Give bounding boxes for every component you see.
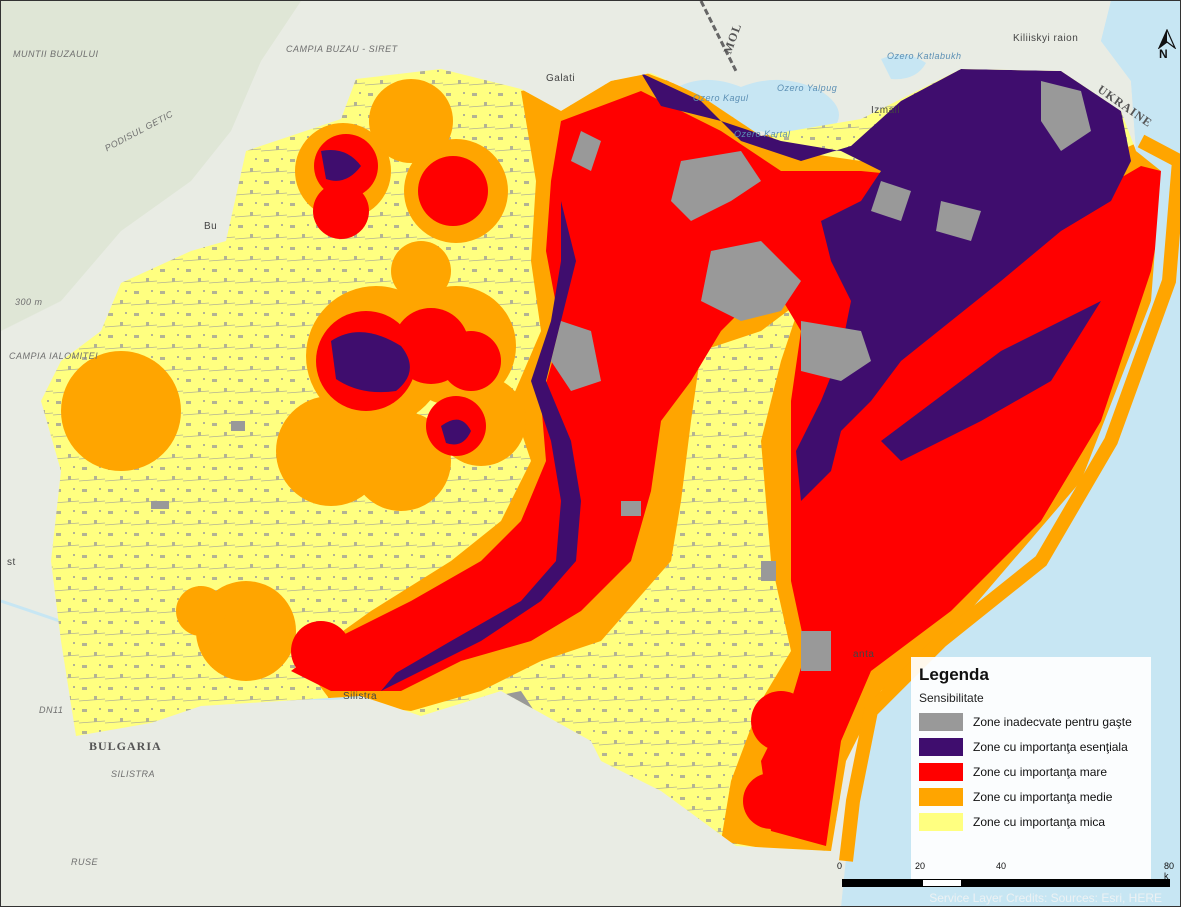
place-label: Ozero Kartal	[734, 129, 791, 139]
scale-segment	[882, 879, 922, 887]
legend-item-low: Zone cu importanţa mica	[919, 809, 1143, 834]
place-label: st	[7, 557, 16, 568]
legend-item-label: Zone cu importanţa medie	[973, 789, 1113, 804]
legend-swatch	[919, 762, 963, 781]
place-label: Izmail	[871, 105, 901, 116]
legend-item-essential: Zone cu importanţa esenţiala	[919, 734, 1143, 759]
place-label: Bu	[204, 221, 218, 232]
north-arrow: N	[1156, 28, 1178, 63]
lake-water	[881, 54, 926, 80]
legend-swatch	[919, 737, 963, 756]
place-label: SILISTRA	[111, 769, 156, 779]
place-label: BULGARIA	[89, 739, 162, 753]
legend-title: Legenda	[919, 665, 989, 684]
legend-item-label: Zone cu importanţa mica	[973, 814, 1106, 829]
legend-item-label: Zone inadecvate pentru gaşte	[973, 714, 1132, 729]
coastline-buffer	[839, 134, 1180, 862]
scale-segment	[962, 879, 1002, 887]
north-arrow-icon	[1157, 28, 1177, 50]
scale-segment	[842, 879, 882, 887]
scale-label-40: 40	[996, 861, 1007, 871]
map-legend: Legenda Sensibilitate Zone inadecvate pe…	[911, 657, 1151, 887]
place-label: Silistra	[343, 691, 378, 702]
place-label: Kiliiskyi raion	[1013, 33, 1079, 44]
hills-relief	[1, 1, 301, 331]
scale-segment	[922, 879, 962, 887]
place-label: Ozero Kagul	[693, 93, 749, 103]
scale-segment	[1002, 879, 1170, 887]
border-line	[699, 1, 738, 72]
zone-essential[interactable]	[321, 69, 1131, 691]
legend-subtitle: Sensibilitate	[919, 691, 984, 705]
place-label: 300 m	[15, 297, 43, 307]
legend-item-unsuitable: Zone inadecvate pentru gaşte	[919, 709, 1143, 734]
scale-label-20: 20	[915, 861, 926, 871]
legend-swatch	[919, 812, 963, 831]
service-credits: Service Layer Credits: Sources: Esri, HE…	[929, 891, 1162, 905]
place-label: CAMPIA IALOMITEI	[9, 351, 99, 361]
scale-label-80: 80 k	[1164, 861, 1175, 881]
place-label: RUSE	[71, 857, 99, 867]
legend-item-label: Zone cu importanţa mare	[973, 764, 1108, 779]
place-label: Ozero Katlabukh	[887, 51, 962, 61]
place-label: Galati	[546, 73, 576, 84]
scale-bar: 0 20 40 80 k	[837, 861, 1179, 901]
legend-swatch	[919, 712, 963, 731]
place-label: anta	[853, 649, 875, 660]
place-label: DN11	[39, 705, 64, 715]
legend-item-high: Zone cu importanţa mare	[919, 759, 1143, 784]
scale-label-0: 0	[837, 861, 843, 871]
place-label: MUNTII BUZAULUI	[13, 49, 99, 59]
legend-item-label: Zone cu importanţa esenţiala	[973, 739, 1128, 754]
legend-swatch	[919, 787, 963, 806]
legend-item-medium: Zone cu importanţa medie	[919, 784, 1143, 809]
north-label: N	[1159, 47, 1168, 61]
place-label: CAMPIA BUZAU - SIRET	[286, 44, 398, 54]
place-label: Ozero Yalpug	[777, 83, 838, 93]
